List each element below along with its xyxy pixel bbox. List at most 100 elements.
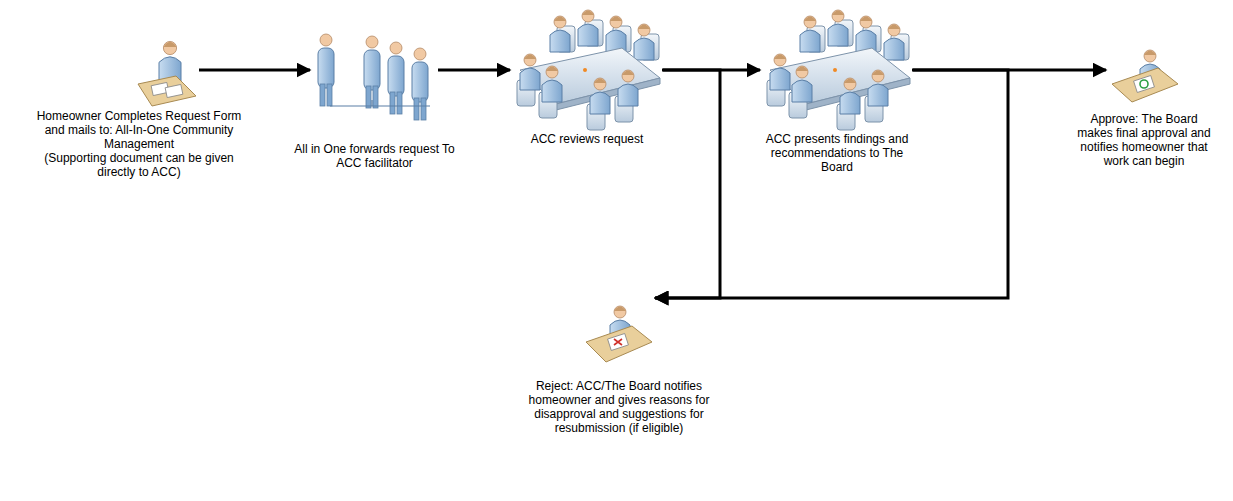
step-caption: Reject: ACC/The Board notifies homeowner…: [512, 379, 727, 435]
caption-text: ACC presents findings and recommendation…: [762, 132, 912, 174]
person-hair: [622, 71, 634, 76]
person-head: [163, 41, 176, 54]
person-figure: [856, 16, 876, 52]
person-head: [860, 16, 872, 28]
caption-text: Approve: The Board makes final approval …: [1074, 112, 1214, 168]
person-hair: [844, 79, 856, 84]
person-head: [832, 10, 844, 22]
person-body: [412, 62, 428, 102]
person-hair: [554, 17, 566, 22]
standing-person: [412, 48, 428, 120]
person-body: [634, 38, 654, 60]
person-body: [318, 48, 334, 88]
person-figure: [770, 54, 790, 90]
person-hair: [872, 71, 884, 76]
person-hair: [774, 55, 786, 60]
person-body: [388, 56, 404, 96]
org-bracket: [330, 100, 430, 106]
flow-arrow: [655, 70, 1008, 298]
person-head: [546, 66, 558, 78]
caption-text: Reject: ACC/The Board notifies homeowner…: [512, 379, 727, 435]
paper-sheet: [165, 84, 183, 97]
person-head: [414, 48, 426, 60]
caption-text: ACC reviews request: [512, 132, 662, 146]
person-hair: [610, 17, 622, 22]
person-leg: [320, 84, 325, 106]
person-hair: [582, 11, 594, 16]
person-figure: [840, 78, 860, 114]
person-head: [614, 306, 626, 318]
person-figure: [578, 10, 598, 46]
person-figure: [800, 16, 820, 52]
step-caption: All in One forwards request To ACC facil…: [290, 142, 460, 170]
desk-top: [138, 76, 196, 106]
person-leg: [421, 98, 426, 120]
person-body: [590, 92, 610, 114]
flow-step: Homeowner Completes Request Form and mai…: [140, 32, 198, 108]
person-leg: [366, 86, 371, 108]
standing-person: [364, 36, 380, 108]
person-body: [884, 38, 904, 60]
flow-arrow: [438, 69, 510, 72]
person-hair: [594, 79, 606, 84]
person-hair: [796, 67, 808, 72]
person-body: [520, 68, 540, 90]
step-caption: ACC presents findings and recommendation…: [762, 132, 912, 174]
person-figure: [590, 78, 610, 114]
person-body: [868, 84, 888, 106]
person-head: [796, 66, 808, 78]
person-figure: [884, 24, 904, 60]
person-body: [770, 68, 790, 90]
person-body: [364, 50, 380, 90]
person-head: [320, 34, 332, 46]
person-hair: [163, 42, 176, 47]
person-figure: [828, 10, 848, 46]
flow-arrow: [199, 69, 310, 72]
person-hair: [888, 25, 900, 30]
person-leg: [390, 92, 395, 114]
person-head: [844, 78, 856, 90]
person-figure: [618, 70, 638, 106]
person-head: [554, 16, 566, 28]
person-body: [542, 80, 562, 102]
table-item: [583, 68, 587, 72]
person-head: [582, 10, 594, 22]
person-body: [550, 30, 570, 52]
person-hair: [638, 25, 650, 30]
person-head: [872, 70, 884, 82]
person-head: [610, 16, 622, 28]
table-item: [833, 68, 837, 72]
approve-mark: [1140, 80, 1148, 88]
person-body: [840, 92, 860, 114]
person-leg: [414, 98, 419, 120]
caption-text: Homeowner Completes Request Form and mai…: [32, 109, 247, 151]
person-head: [622, 70, 634, 82]
step-caption: Homeowner Completes Request Form and mai…: [32, 109, 247, 179]
person-body: [792, 80, 812, 102]
flow-step: All in One forwards request To ACC facil…: [312, 30, 437, 108]
person-figure: [542, 66, 562, 102]
person-hair: [860, 17, 872, 22]
paper-sheet: [1134, 76, 1155, 93]
flow-step: Approve: The Board makes final approval …: [1108, 42, 1180, 104]
person-hair: [546, 67, 558, 72]
person-hair: [524, 55, 536, 60]
standing-person: [318, 34, 334, 106]
flow-step: Reject: ACC/The Board notifies homeowner…: [583, 285, 655, 371]
person-head: [774, 54, 786, 66]
person-body: [800, 30, 820, 52]
person-body: [828, 24, 848, 46]
person-head: [524, 54, 536, 66]
step-caption: Approve: The Board makes final approval …: [1074, 112, 1214, 168]
person-figure: [606, 16, 626, 52]
person-head: [888, 24, 900, 36]
paper-sheet: [608, 334, 629, 351]
person-figure: [520, 54, 540, 90]
person-leg: [373, 86, 378, 108]
flow-step: ACC presents findings and recommendation…: [762, 5, 912, 117]
reject-mark: [614, 339, 622, 345]
person-figure: [550, 16, 570, 52]
person-figure: [159, 41, 181, 81]
person-head: [638, 24, 650, 36]
